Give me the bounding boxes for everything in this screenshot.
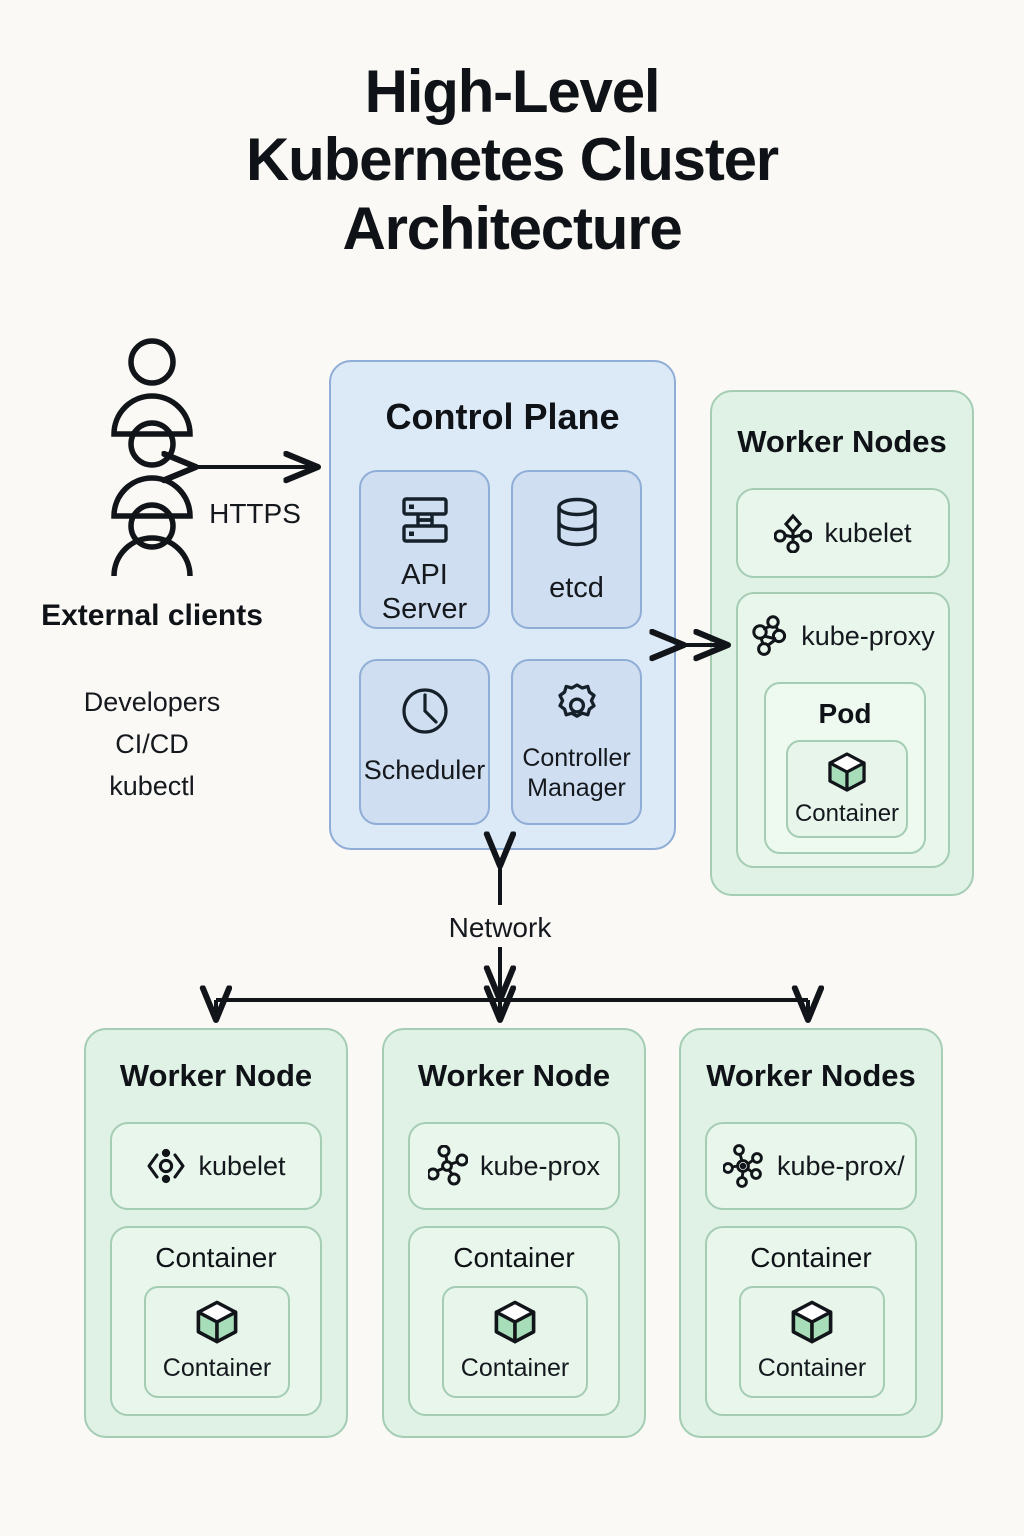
control-plane-component-scheduler[interactable]: Scheduler — [359, 659, 490, 825]
bottom-node-3-container-inner-label: Container — [757, 1354, 867, 1382]
title-line-1: High-Level — [364, 58, 661, 125]
bottom-node-3-agent-label: kube-prox/ — [777, 1150, 905, 1181]
bottom-node-3-container-inner[interactable]: Container — [739, 1286, 885, 1398]
worker-nodes-panel-title: Worker Nodes — [737, 424, 947, 459]
bottom-node-3-title: Worker Nodes — [706, 1058, 916, 1093]
bottom-node-2-container-outer-label: Container — [453, 1242, 575, 1273]
title-line-3: Architecture — [342, 194, 682, 262]
bottom-node-1-title: Worker Node — [119, 1058, 313, 1093]
kubelet-bracket-icon — [146, 1147, 186, 1185]
kubelet-label: kubelet — [824, 517, 912, 548]
bottom-node-1-agent-row[interactable]: kubelet — [110, 1122, 322, 1210]
external-client-item-developers: Developers — [83, 687, 221, 717]
worker-nodes-kubelet-row[interactable]: kubelet — [736, 488, 950, 578]
https-connection-label: HTTPS — [209, 498, 301, 529]
control-plane-component-api-server[interactable]: API Server — [359, 470, 490, 629]
database-icon — [513, 494, 640, 550]
bottom-node-3-container-outer-label: Container — [750, 1242, 872, 1273]
worker-nodes-kube-proxy-row[interactable]: kube-proxy — [738, 604, 948, 668]
worker-nodes-proxy-pod-group: kube-proxy Pod Container — [736, 592, 950, 868]
bottom-node-1-container-outer: Container Container — [110, 1226, 322, 1416]
clock-icon — [361, 683, 488, 739]
kube-proxy-mesh-icon — [751, 615, 789, 657]
bottom-node-1-container-inner-label: Container — [162, 1354, 272, 1382]
bottom-node-2-container-inner-label: Container — [460, 1354, 570, 1382]
title-line-2: Kubernetes Cluster — [246, 126, 779, 194]
bottom-node-2-title: Worker Node — [417, 1058, 611, 1093]
bottom-node-2-container-outer: Container Container — [408, 1226, 620, 1416]
pod-title: Pod — [818, 698, 872, 729]
external-client-item-cicd: CI/CD — [115, 729, 189, 759]
external-clients-title: External clients — [41, 599, 263, 632]
etcd-label: etcd — [549, 572, 604, 604]
kubelet-node-icon — [774, 513, 813, 553]
control-plane-component-controller-manager[interactable]: Controller Manager — [511, 659, 642, 825]
bottom-node-1-container-inner[interactable]: Container — [144, 1286, 290, 1398]
control-plane-title: Control Plane — [385, 396, 620, 437]
gear-icon — [513, 679, 640, 733]
scheduler-label: Scheduler — [363, 755, 486, 785]
page-title: High-Level Kubernetes Cluster Architectu… — [0, 58, 1024, 263]
bottom-node-1-agent-label: kubelet — [198, 1150, 286, 1181]
api-server-label: API Server — [381, 559, 468, 626]
controller-manager-label: Controller Manager — [522, 744, 631, 802]
bottom-node-1-container-outer-label: Container — [155, 1242, 277, 1273]
bottom-node-3-container-outer: Container Container — [705, 1226, 917, 1416]
kube-proxy-label: kube-proxy — [801, 620, 935, 651]
server-rack-icon — [361, 492, 488, 548]
container-cube-icon — [741, 1298, 883, 1346]
bottom-node-2-agent-label: kube-prox — [479, 1150, 601, 1181]
pod-container-box[interactable]: Container — [786, 740, 908, 838]
bottom-node-2-agent-row[interactable]: kube-prox — [408, 1122, 620, 1210]
pod-box: Pod Container — [764, 682, 926, 854]
container-cube-icon — [444, 1298, 586, 1346]
bottom-node-2-container-inner[interactable]: Container — [442, 1286, 588, 1398]
network-connection-label: Network — [448, 912, 552, 943]
container-cube-icon — [146, 1298, 288, 1346]
kube-proxy-star-icon — [723, 1144, 765, 1188]
node-distribution-bus — [216, 1000, 808, 1020]
users-icon — [92, 338, 212, 578]
control-plane-component-etcd[interactable]: etcd — [511, 470, 642, 629]
kube-proxy-hub-icon — [427, 1145, 468, 1187]
bottom-node-3-agent-row[interactable]: kube-prox/ — [705, 1122, 917, 1210]
external-client-item-kubectl: kubectl — [109, 771, 195, 801]
pod-container-label: Container — [794, 800, 900, 827]
container-cube-icon — [788, 750, 906, 794]
